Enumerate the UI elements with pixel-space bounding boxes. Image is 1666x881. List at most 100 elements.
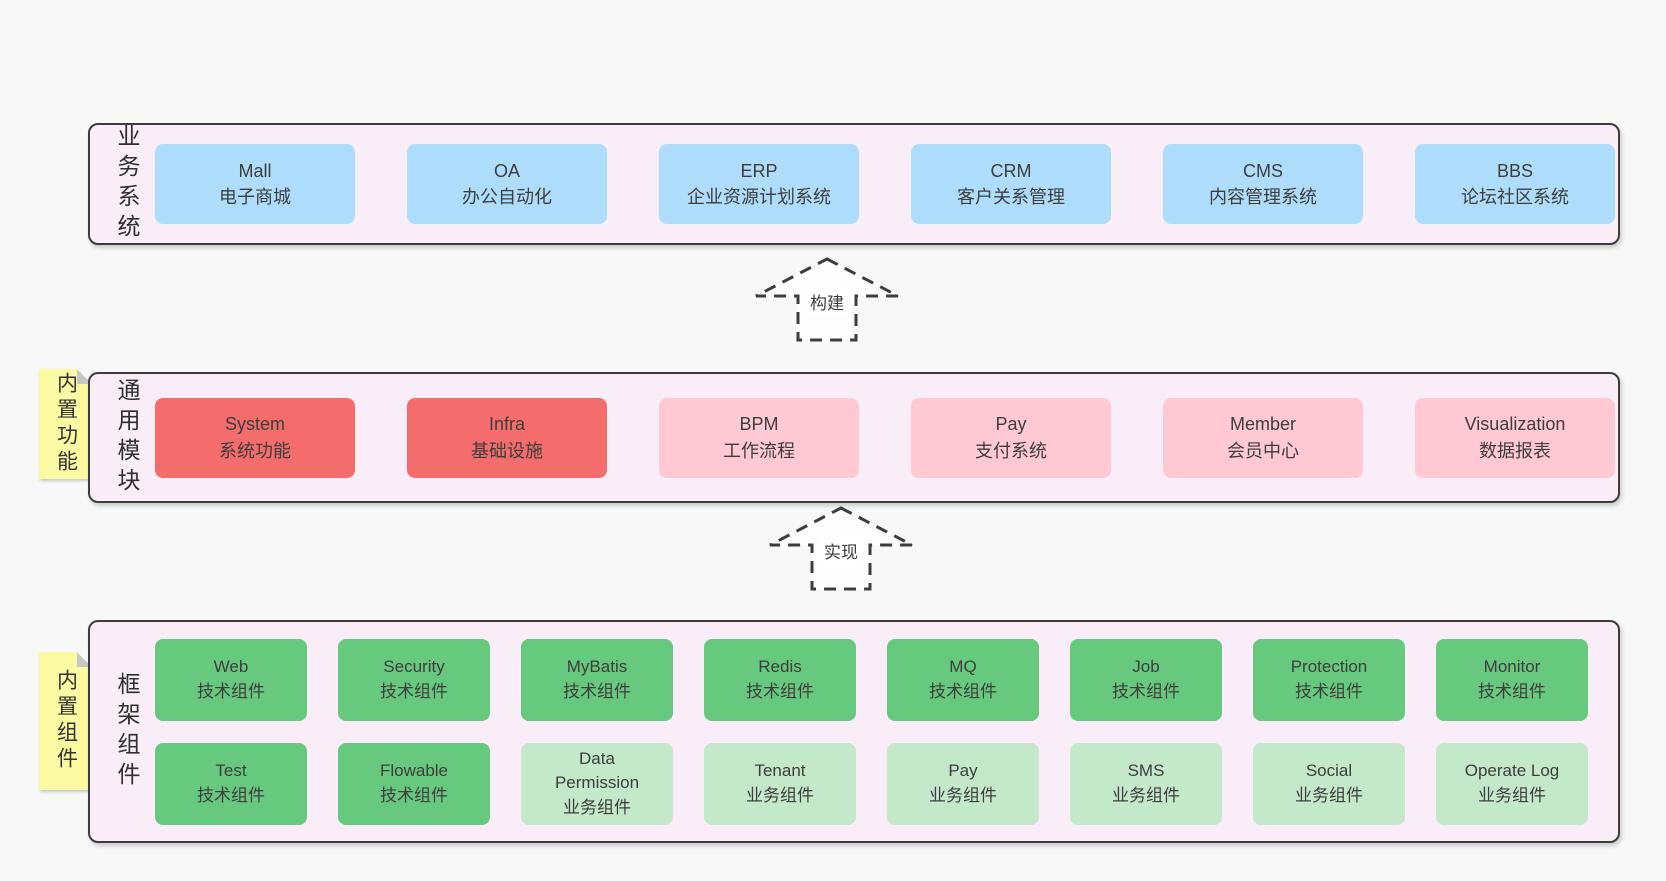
implement-arrow: 实现 <box>766 504 916 592</box>
box-subtitle: 支付系统 <box>975 440 1047 461</box>
box-title: Pay <box>948 760 978 780</box>
box-subtitle: 业务组件 <box>563 797 631 817</box>
box-title: Flowable <box>379 760 449 780</box>
box-title: Member <box>1229 414 1296 435</box>
box-operate-log: Operate Log 业务组件 <box>1436 742 1588 825</box>
business-systems-panel: 业务系统 Mall 电子商城 OA 办公自动化 ERP 企业资源计划系统 CRM… <box>88 123 1620 245</box>
box-test: Test 技术组件 <box>155 742 307 825</box>
box-mybatis: MyBatis 技术组件 <box>521 638 673 721</box>
box-title: Protection <box>1290 656 1368 676</box>
box-subtitle: 技术组件 <box>563 681 631 701</box>
box-subtitle: 会员中心 <box>1227 440 1299 461</box>
box-title: System <box>224 414 285 435</box>
framework-components-grid: Web 技术组件 Security 技术组件 MyBatis 技术组件 Redi… <box>90 622 1618 841</box>
box-title: CMS <box>1243 160 1283 181</box>
box-subtitle: 业务组件 <box>1112 785 1180 805</box>
sticky-note-label: 内置组件 <box>54 669 78 773</box>
box-bbs: BBS 论坛社区系统 <box>1415 144 1615 224</box>
box-title: Pay <box>995 414 1027 435</box>
box-subtitle: 技术组件 <box>1295 681 1363 701</box>
box-title: Tenant <box>754 760 806 780</box>
box-subtitle: 技术组件 <box>380 785 448 805</box>
box-subtitle: 业务组件 <box>1478 785 1546 805</box>
box-subtitle: 业务组件 <box>929 785 997 805</box>
box-title: Data Permission <box>554 748 640 793</box>
box-bpm: BPM 工作流程 <box>659 397 859 478</box>
implement-arrow-label: 实现 <box>820 537 862 564</box>
box-subtitle: 技术组件 <box>197 681 265 701</box>
box-web: Web 技术组件 <box>155 638 307 721</box>
framework-components-label: 框架组件 <box>114 671 140 792</box>
business-systems-row: Mall 电子商城 OA 办公自动化 ERP 企业资源计划系统 CRM 客户关系… <box>90 125 1618 243</box>
box-subtitle: 电子商城 <box>219 187 291 207</box>
box-title: Security <box>383 656 445 676</box>
box-title: Job <box>1132 656 1160 676</box>
box-redis: Redis 技术组件 <box>704 638 856 721</box>
box-infra: Infra 基础设施 <box>407 397 607 478</box>
box-subtitle: 技术组件 <box>197 785 265 805</box>
box-subtitle: 数据报表 <box>1479 440 1551 461</box>
box-social: Social 业务组件 <box>1253 742 1405 825</box>
box-title: Mall <box>238 160 272 181</box>
sticky-note-label: 内置功能 <box>54 372 78 476</box>
box-subtitle: 技术组件 <box>929 681 997 701</box>
box-data-permission: Data Permission 业务组件 <box>521 742 673 825</box>
box-title: CRM <box>990 160 1032 181</box>
box-title: Infra <box>488 414 526 435</box>
box-tenant: Tenant 业务组件 <box>704 742 856 825</box>
box-subtitle: 基础设施 <box>471 440 543 461</box>
box-erp: ERP 企业资源计划系统 <box>659 144 859 224</box>
box-crm: CRM 客户关系管理 <box>911 144 1111 224</box>
box-subtitle: 技术组件 <box>1478 681 1546 701</box>
build-arrow: 构建 <box>752 255 902 343</box>
box-mq: MQ 技术组件 <box>887 638 1039 721</box>
box-subtitle: 办公自动化 <box>462 187 552 207</box>
box-security: Security 技术组件 <box>338 638 490 721</box>
box-sms: SMS 业务组件 <box>1070 742 1222 825</box>
box-subtitle: 论坛社区系统 <box>1461 187 1569 207</box>
box-system: System 系统功能 <box>155 397 355 478</box>
box-subtitle: 工作流程 <box>723 440 795 461</box>
box-title: BBS <box>1496 160 1534 181</box>
box-subtitle: 业务组件 <box>746 785 814 805</box>
box-flowable: Flowable 技术组件 <box>338 742 490 825</box>
box-title: Visualization <box>1464 414 1566 435</box>
box-pay-component: Pay 业务组件 <box>887 742 1039 825</box>
box-title: Redis <box>758 656 802 676</box>
box-job: Job 技术组件 <box>1070 638 1222 721</box>
box-title: Social <box>1305 760 1353 780</box>
components-row-1: Web 技术组件 Security 技术组件 MyBatis 技术组件 Redi… <box>90 638 1618 721</box>
box-title: OA <box>493 160 520 181</box>
box-subtitle: 企业资源计划系统 <box>687 187 831 207</box>
box-title: BPM <box>739 414 779 435</box>
box-title: SMS <box>1127 760 1165 780</box>
box-oa: OA 办公自动化 <box>407 144 607 224</box>
components-row-2: Test 技术组件 Flowable 技术组件 Data Permission … <box>90 742 1618 825</box>
box-subtitle: 技术组件 <box>380 681 448 701</box>
box-title: Test <box>215 760 247 780</box>
box-title: Monitor <box>1483 656 1541 676</box>
sticky-note-builtin-features: 内置功能 <box>39 369 92 479</box>
box-title: MyBatis <box>566 656 628 676</box>
common-modules-row: System 系统功能 Infra 基础设施 BPM 工作流程 Pay 支付系统… <box>90 374 1618 501</box>
box-visualization: Visualization 数据报表 <box>1415 397 1615 478</box>
box-member: Member 会员中心 <box>1163 397 1363 478</box>
box-protection: Protection 技术组件 <box>1253 638 1405 721</box>
sticky-note-builtin-components: 内置组件 <box>39 652 92 790</box>
box-subtitle: 业务组件 <box>1295 785 1363 805</box>
box-title: MQ <box>949 656 977 676</box>
box-subtitle: 技术组件 <box>746 681 814 701</box>
box-subtitle: 技术组件 <box>1112 681 1180 701</box>
framework-components-panel: 框架组件 Web 技术组件 Security 技术组件 MyBatis 技术组件… <box>88 620 1620 843</box>
box-cms: CMS 内容管理系统 <box>1163 144 1363 224</box>
common-modules-label: 通用模块 <box>114 377 140 498</box>
box-title: ERP <box>740 160 778 181</box>
box-mall: Mall 电子商城 <box>155 144 355 224</box>
build-arrow-label: 构建 <box>806 288 848 315</box>
box-subtitle: 内容管理系统 <box>1209 187 1317 207</box>
box-subtitle: 系统功能 <box>219 440 291 461</box>
box-subtitle: 客户关系管理 <box>957 187 1065 207</box>
business-systems-label: 业务系统 <box>114 124 140 244</box>
common-modules-panel: 通用模块 System 系统功能 Infra 基础设施 BPM 工作流程 Pay… <box>88 372 1620 503</box>
